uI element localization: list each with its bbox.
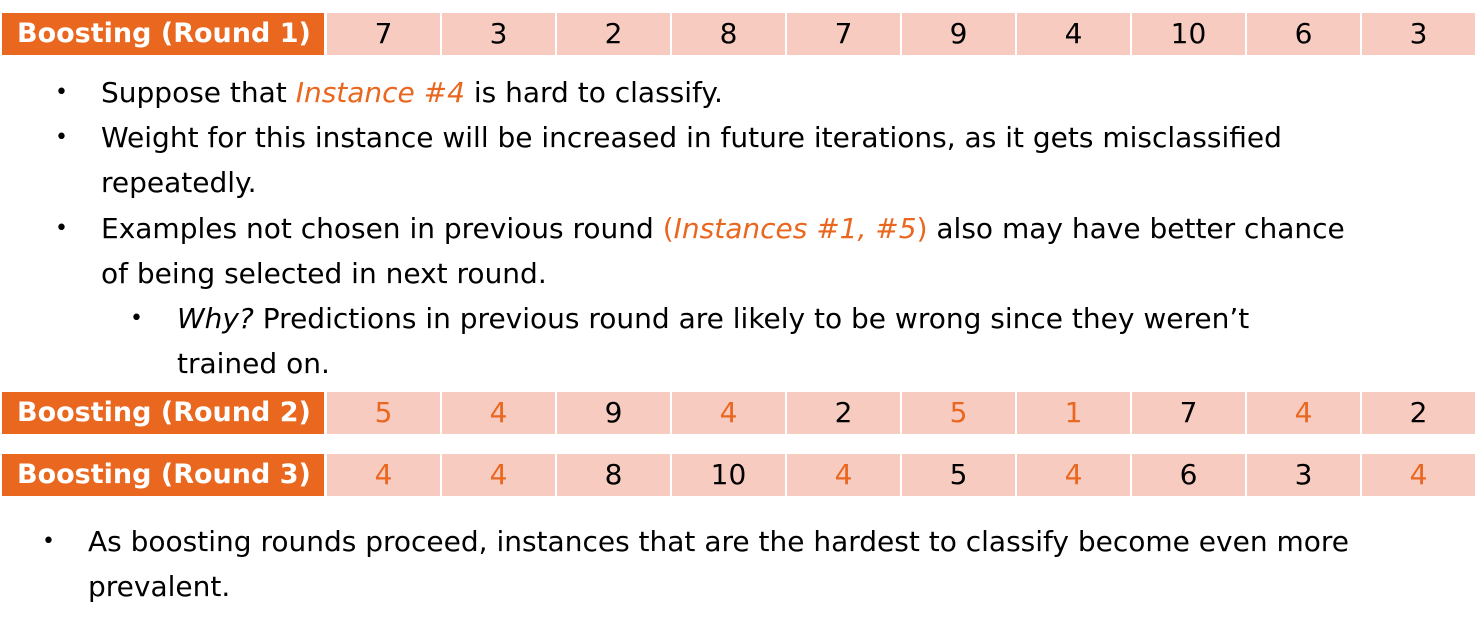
instance-cell: 4	[327, 454, 440, 496]
instance-cell: 3	[442, 13, 555, 55]
bullet-1-text: Suppose that	[101, 76, 296, 109]
bullet-1: Suppose that Instance #4 is hard to clas…	[101, 70, 723, 115]
instance-cell: 5	[902, 454, 1015, 496]
instance-cell: 10	[672, 454, 785, 496]
instance-cell: 2	[557, 13, 670, 55]
instance-4-emphasis: Instance #4	[295, 76, 465, 109]
bullet-marker: •	[55, 80, 68, 105]
instance-cell: 8	[672, 13, 785, 55]
instance-cell: 1	[1017, 392, 1130, 434]
instance-cell: 4	[787, 454, 900, 496]
bullet-3-line-1: Examples not chosen in previous round (I…	[101, 206, 1345, 251]
sub-bullet-line-2: trained on.	[177, 347, 330, 380]
bullet-3-text: Examples not chosen in previous round	[101, 212, 663, 245]
instance-cell: 2	[1362, 392, 1475, 434]
instance-cell: 6	[1247, 13, 1360, 55]
bullet-3-line-2: of being selected in next round.	[101, 257, 547, 290]
instance-cell: 7	[327, 13, 440, 55]
instance-cell: 4	[1017, 454, 1130, 496]
instance-cell: 4	[442, 454, 555, 496]
instance-cell: 3	[1362, 13, 1475, 55]
bullet-marker: •	[55, 125, 68, 150]
bullet-2-line-1: Weight for this instance will be increas…	[101, 121, 1282, 154]
instance-cell: 7	[787, 13, 900, 55]
round-2-label: Boosting (Round 2)	[2, 392, 324, 434]
sub-bullet-marker: •	[130, 306, 143, 331]
bullet-marker: •	[42, 529, 55, 554]
instances-emphasis: Instances #1, #5	[673, 212, 917, 245]
instance-cell: 4	[442, 392, 555, 434]
instance-cell: 4	[1247, 392, 1360, 434]
bullet-3-text-end: also may have better chance	[927, 212, 1345, 245]
instance-cell: 4	[672, 392, 785, 434]
bullet-5-line-1: As boosting rounds proceed, instances th…	[88, 525, 1349, 558]
instance-cell: 4	[1362, 454, 1475, 496]
bullet-2-line-2: repeatedly.	[101, 166, 257, 199]
instance-cell: 4	[1017, 13, 1130, 55]
round-1-label: Boosting (Round 1)	[2, 13, 324, 55]
instance-cell: 5	[327, 392, 440, 434]
sub-bullet-line-1: Why? Predictions in previous round are l…	[177, 296, 1249, 341]
bullet-marker: •	[55, 216, 68, 241]
round-3-label: Boosting (Round 3)	[2, 454, 324, 496]
instance-cell: 10	[1132, 13, 1245, 55]
instance-cell: 9	[557, 392, 670, 434]
bullet-5-line-2: prevalent.	[88, 570, 231, 603]
bullet-1-text-end: is hard to classify.	[464, 76, 723, 109]
instance-cell: 3	[1247, 454, 1360, 496]
why-emphasis: Why?	[177, 302, 254, 335]
instance-cell: 8	[557, 454, 670, 496]
paren-open: (	[662, 212, 674, 245]
instance-cell: 2	[787, 392, 900, 434]
sub-bullet-text: Predictions in previous round are likely…	[253, 302, 1250, 335]
instance-cell: 9	[902, 13, 1015, 55]
instance-cell: 5	[902, 392, 1015, 434]
instance-cell: 7	[1132, 392, 1245, 434]
instance-cell: 6	[1132, 454, 1245, 496]
paren-close: )	[916, 212, 928, 245]
